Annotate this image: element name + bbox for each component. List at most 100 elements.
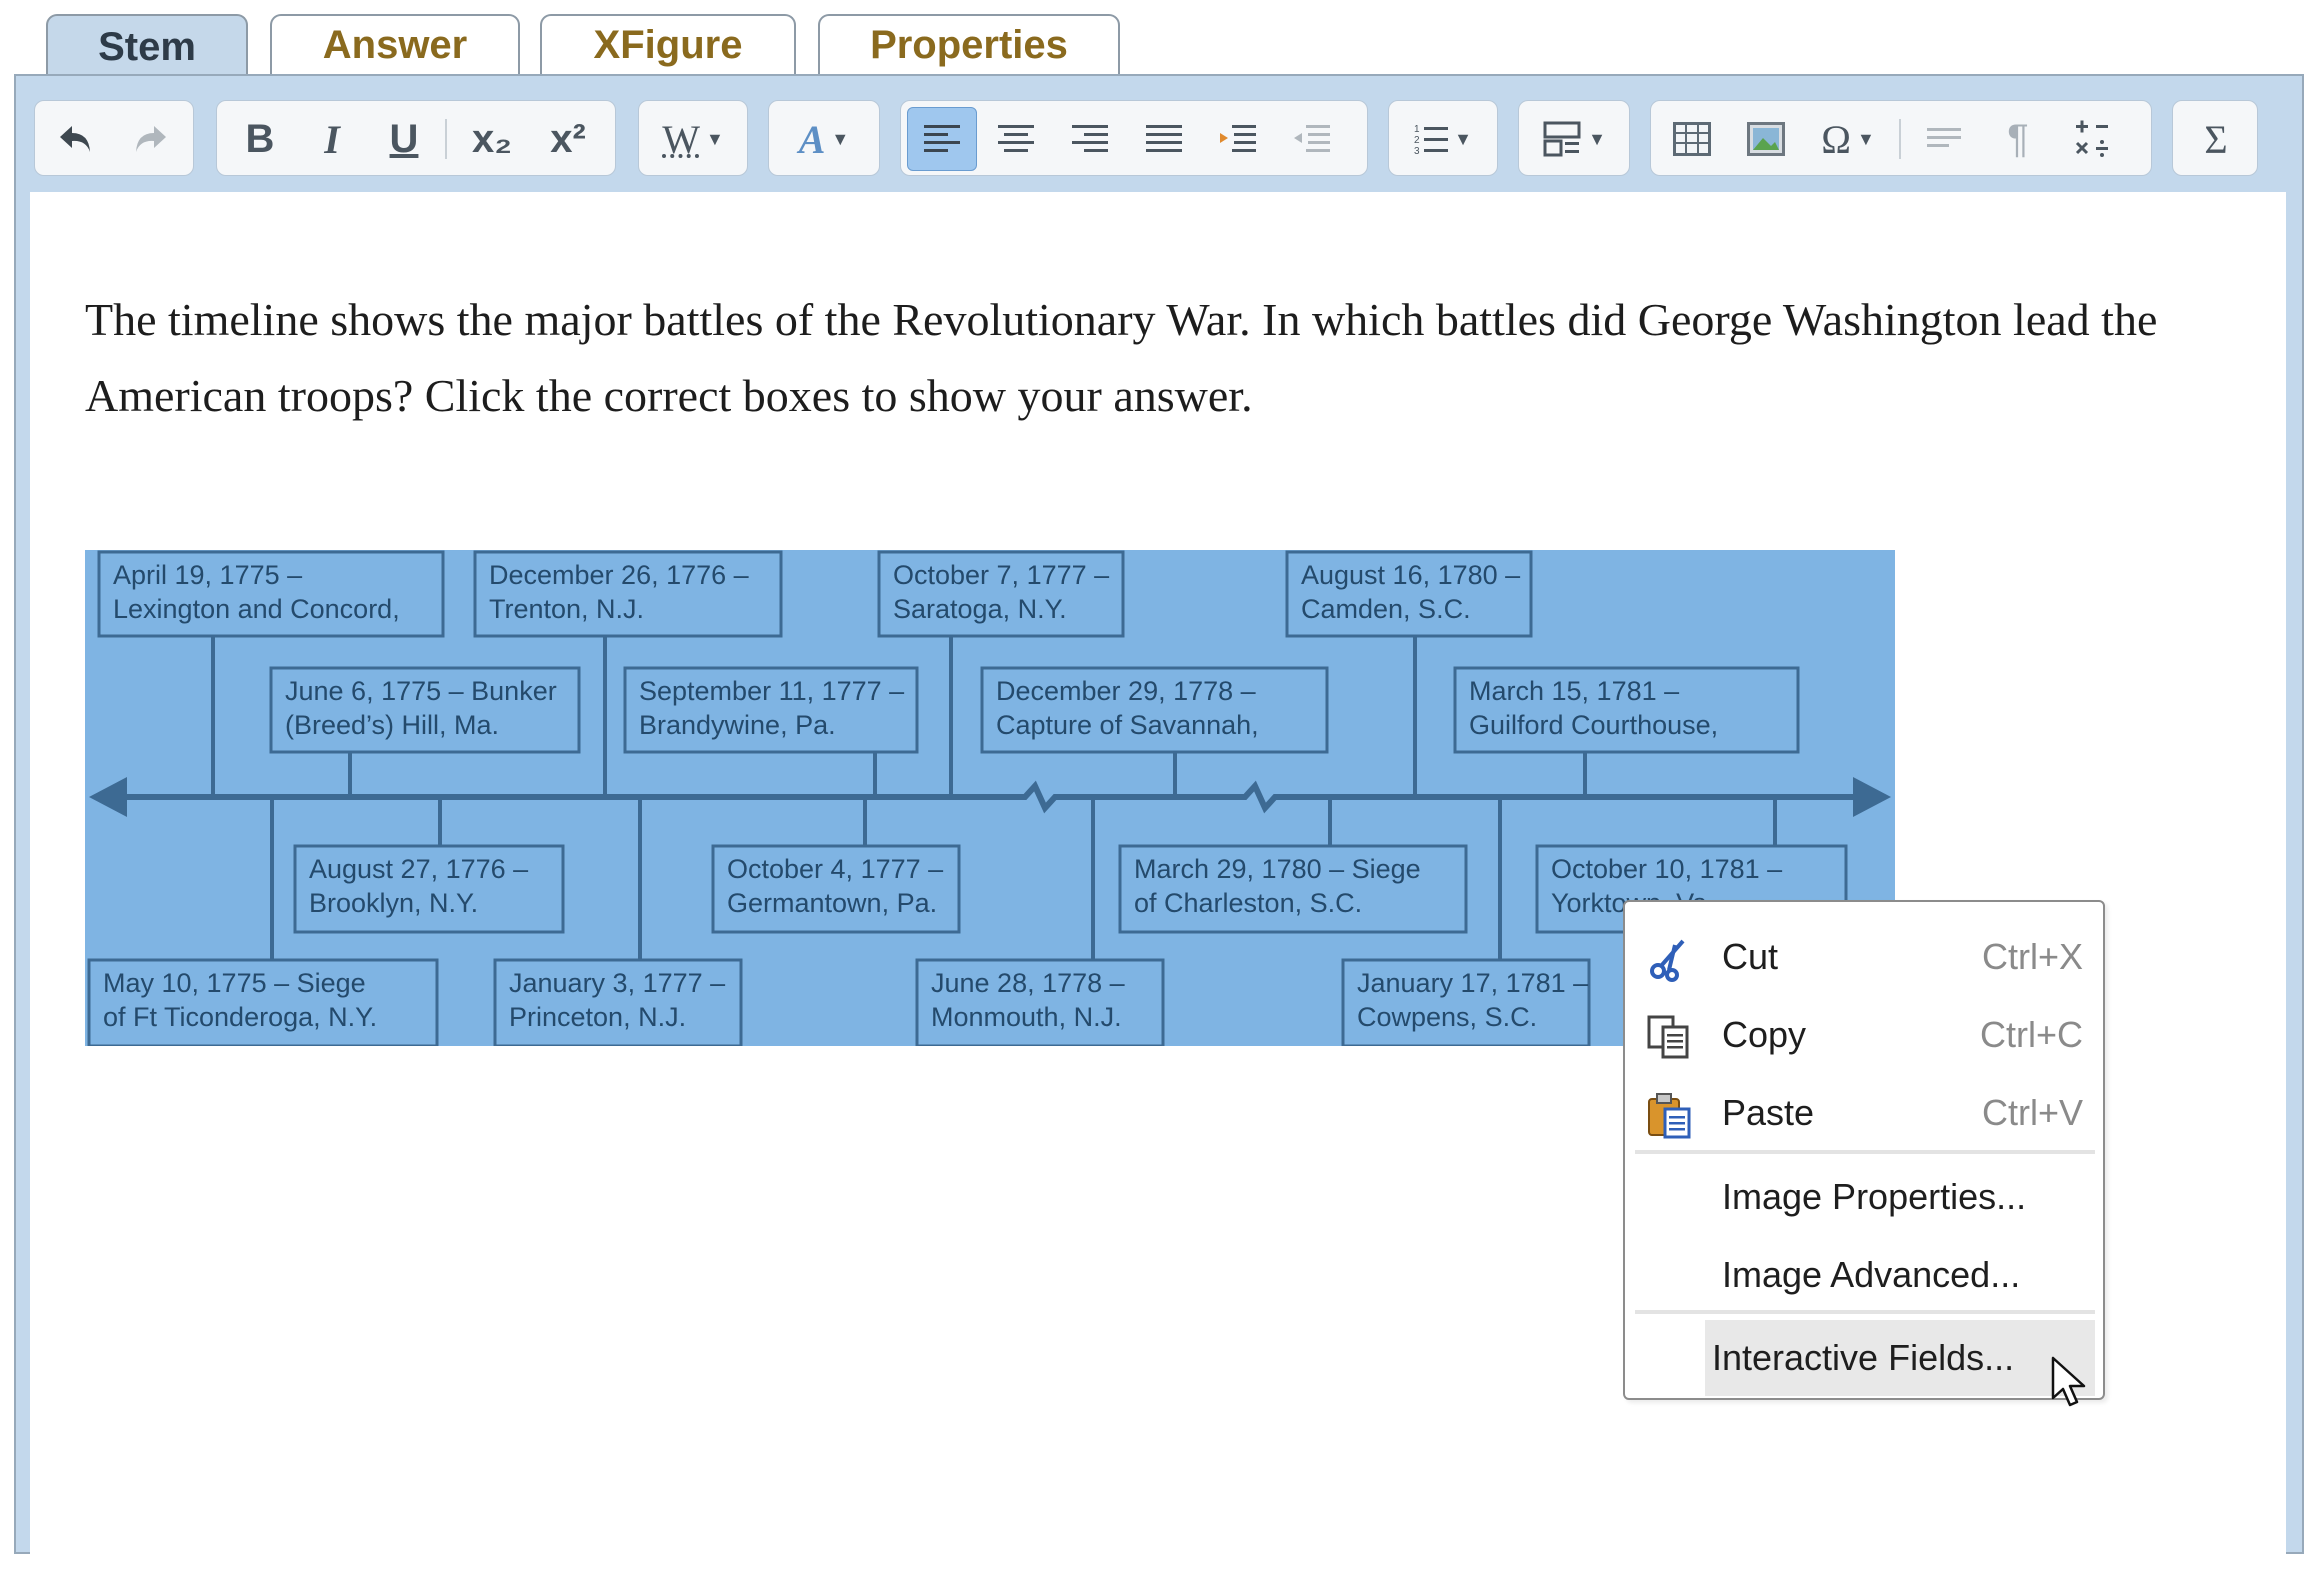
event-label: Germantown, Pa. [727,888,937,918]
event-box[interactable] [493,958,743,1046]
toolbar-separator [1899,119,1901,159]
numbered-list-icon: 123 [1414,124,1449,156]
menu-item-cut[interactable]: Cut Ctrl+X [1635,922,2095,992]
undo-button[interactable] [41,107,111,171]
event-lower-outer-3[interactable]: June 28, 1778 –Monmouth, N.J. [915,958,1165,1046]
bold-button[interactable]: B [225,107,295,171]
event-box[interactable] [877,550,1125,638]
event-upper-inner-1[interactable]: June 6, 1775 – Bunker(Breed’s) Hill, Ma. [269,666,581,754]
event-upper-outer-1[interactable]: April 19, 1775 – Lexington and Concord, [97,550,445,638]
event-box[interactable] [915,958,1165,1046]
event-box[interactable] [1285,550,1533,638]
event-label: Brandywine, Pa. [639,710,836,740]
event-label: of Ft Ticonderoga, N.Y. [103,1002,377,1032]
indent-button[interactable] [1203,107,1273,171]
align-left-button[interactable] [907,107,977,171]
event-upper-inner-3[interactable]: December 29, 1778 –Capture of Savannah, [980,666,1329,754]
tab-answer[interactable]: Answer [270,14,520,74]
menu-separator [1635,1310,2095,1314]
show-blocks-button[interactable]: ¶ [1983,107,2053,171]
justify-button[interactable] [1129,107,1199,171]
chevron-down-icon: ▼ [1454,128,1472,149]
event-label: April 19, 1775 – [113,560,302,590]
redo-button[interactable] [115,107,185,171]
format-dropdown[interactable]: ▼ [1527,107,1621,171]
editor-content[interactable]: The timeline shows the major battles of … [30,192,2286,1592]
event-box[interactable] [293,844,565,934]
menu-item-interactive-fields[interactable]: Interactive Fields... [1705,1320,2095,1396]
right-arrow-icon [1853,777,1891,817]
event-box[interactable] [711,844,961,934]
underline-icon: U [389,116,419,161]
insert-image-button[interactable] [1731,107,1801,171]
event-upper-outer-3[interactable]: October 7, 1777 –Saratoga, N.Y. [877,550,1125,638]
event-lower-inner-2[interactable]: October 4, 1777 – Germantown, Pa. [711,844,961,934]
align-left-icon [924,125,960,152]
equation-editor-button[interactable]: Σ [2181,107,2251,171]
event-box[interactable] [1453,666,1800,754]
tab-xfigure[interactable]: XFigure [540,14,796,74]
event-label: of Charleston, S.C. [1134,888,1362,918]
align-center-button[interactable] [981,107,1051,171]
menu-shortcut: Ctrl+X [1981,936,2083,977]
event-box[interactable] [980,666,1329,754]
event-label: Lexington and Concord, [113,594,400,624]
italic-button[interactable]: I [297,107,367,171]
align-right-button[interactable] [1055,107,1125,171]
event-label: August 16, 1780 – [1301,560,1520,590]
event-box[interactable] [473,550,783,638]
justify-icon [1146,125,1182,152]
svg-text:2: 2 [1414,135,1420,146]
menu-item-copy[interactable]: Copy Ctrl+C [1635,1000,2095,1070]
mouse-cursor-icon [2051,1356,2086,1407]
event-upper-inner-2[interactable]: September 11, 1777 –Brandywine, Pa. [623,666,919,754]
chevron-down-icon: ▼ [1856,128,1875,149]
subscript-button[interactable]: x₂ [457,107,527,171]
font-style-group: W▼ [638,100,748,176]
omega-icon: Ω [1821,116,1851,162]
timeline-events: April 19, 1775 – Lexington and Concord, De… [87,550,1848,1046]
horizontal-rule-button[interactable] [1909,107,1979,171]
special-char-dropdown[interactable]: Ω▼ [1805,107,1891,171]
svg-text:1: 1 [1414,124,1420,135]
menu-item-paste[interactable]: Paste Ctrl+V [1635,1078,2095,1148]
tab-stem[interactable]: Stem [46,14,248,78]
italic-icon: I [324,116,340,162]
tab-properties[interactable]: Properties [818,14,1120,74]
insert-table-button[interactable] [1657,107,1727,171]
text-color-group: A▼ [768,100,880,176]
menu-item-label: Interactive Fields... [1712,1337,2015,1378]
outdent-button[interactable] [1277,107,1347,171]
event-label: Princeton, N.J. [509,1002,686,1032]
event-label: October 4, 1777 – [727,854,943,884]
timeline-image[interactable]: April 19, 1775 – Lexington and Concord, De… [85,550,1895,1046]
menu-shortcut: Ctrl+V [1981,1092,2083,1133]
event-lower-inner-1[interactable]: August 27, 1776 –Brooklyn, N.Y. [293,844,565,934]
event-lower-outer-4[interactable]: January 17, 1781 –Cowpens, S.C. [1341,958,1591,1046]
alignment-group [900,100,1368,176]
event-upper-inner-4[interactable]: March 15, 1781 –Guilford Courthouse, [1453,666,1800,754]
math-operators-button[interactable] [2057,107,2127,171]
menu-item-image-advanced[interactable]: Image Advanced... [1635,1240,2095,1310]
event-box[interactable] [87,958,439,1046]
menu-item-image-properties[interactable]: Image Properties... [1635,1162,2095,1232]
event-box[interactable] [1118,844,1468,934]
font-dropdown[interactable]: W▼ [647,107,739,171]
insert-group: Ω▼ ¶ [1650,100,2152,176]
event-upper-outer-2[interactable]: December 26, 1776 –Trenton, N.J. [473,550,783,638]
event-box[interactable] [97,550,445,638]
event-box[interactable] [623,666,919,754]
stem-text: The timeline shows the major battles of … [85,294,2158,421]
outdent-icon [1294,125,1330,152]
text-color-dropdown[interactable]: A▼ [777,107,871,171]
event-box[interactable] [269,666,581,754]
event-box[interactable] [1341,958,1591,1046]
event-lower-outer-2[interactable]: January 3, 1777 –Princeton, N.J. [493,958,743,1046]
event-upper-outer-4[interactable]: August 16, 1780 –Camden, S.C. [1285,550,1533,638]
superscript-button[interactable]: x² [533,107,603,171]
paragraph-lines-icon [1927,128,1961,147]
underline-button[interactable]: U [369,107,439,171]
